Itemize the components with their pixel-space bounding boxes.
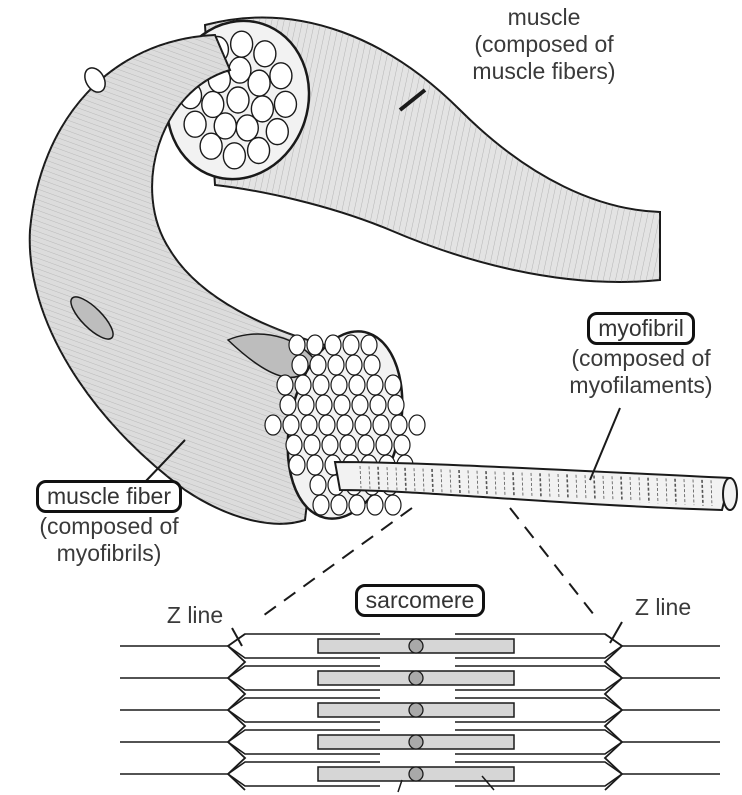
myofibril-cell [265,415,281,435]
myofibril-label: myofibril (composed of myofilaments) [536,312,742,399]
z-line-right [605,634,622,790]
bundle-cell [231,31,253,57]
bundle-cell [274,91,296,117]
myofibril-cell [367,375,383,395]
myofibril-cell [325,335,341,355]
myofibril-cell [307,335,323,355]
muscle-fiber-line1: (composed of [4,513,214,540]
muscle-fiber-title: muscle fiber [36,480,182,513]
bundle-cell [202,91,224,117]
myofibril-cell [304,435,320,455]
myofibril-cell [280,395,296,415]
bundle-cell [270,63,292,89]
myofibril-cell [349,375,365,395]
myofibril-cell [289,335,305,355]
myofibril-cell [355,415,371,435]
myofibril-cell [337,415,353,435]
bundle-cell [254,41,276,67]
muscle-title: muscle [434,4,654,31]
myofibril-line2: myofilaments) [536,372,742,399]
m-line-dot [409,735,423,749]
myofibril-cell [388,395,404,415]
myofibril-cell [364,355,380,375]
bundle-cell [184,111,206,137]
myofibril-cell [385,375,401,395]
myofibril-cell [310,355,326,375]
myofibril-cell [331,375,347,395]
myofibril-cell [409,415,425,435]
z-line-left [228,634,245,790]
myofibril-cell [349,495,365,515]
myofibril-cell [340,435,356,455]
m-line-dot [409,671,423,685]
bundle-cell [248,70,270,96]
bundle-cell [266,119,288,145]
myofibril-cell [346,355,362,375]
myofibril-cell [322,435,338,455]
myofibril-cell [391,415,407,435]
sarcomere-title: sarcomere [355,584,486,617]
myofibril-cell [313,495,329,515]
myofibril-cell [328,355,344,375]
m-line-dot [409,767,423,781]
myofibril-cell [283,415,299,435]
muscle-line1: (composed of [434,31,654,58]
myofibril-cell [358,435,374,455]
muscle-fiber-line2: myofibrils) [4,540,214,567]
myofibril-cell [298,395,314,415]
myofibril-line1: (composed of [536,345,742,372]
bundle-cell [200,133,222,159]
m-line-dot [409,639,423,653]
bundle-cell [236,115,258,141]
myofibril-cell [313,375,329,395]
z-line-right-label: Z line [618,594,708,621]
myofibril-cell [310,475,326,495]
myofibril-cell [343,335,359,355]
myofibril-cell [385,495,401,515]
m-line-dot [409,703,423,717]
myofibril-cell [367,495,383,515]
zoom-dash-right [510,508,598,620]
myofibril-title: myofibril [587,312,695,345]
myofibril-cell [286,435,302,455]
myofibril-cell [301,415,317,435]
myofibril-cell [319,415,335,435]
myofibril-cell [334,395,350,415]
bundle-cell [248,137,270,163]
myofibril-cell [289,455,305,475]
tick-mark [398,780,402,792]
myofibril-cell [352,395,368,415]
myofibril-cell [370,395,386,415]
z-line-left-label: Z line [150,602,240,629]
bundle-cell [223,143,245,169]
muscle-fiber-label: muscle fiber (composed of myofibrils) [4,480,214,567]
myofibril-cell [277,375,293,395]
sarcomere-diagram [120,634,720,792]
myofibril-leader [590,408,620,480]
sarcomere-label: sarcomere [330,584,510,617]
muscle-label: muscle (composed of muscle fibers) [434,4,654,85]
myofibril-cell [307,455,323,475]
myofibril-cell [373,415,389,435]
myofibril-cell [331,495,347,515]
bundle-cell [227,87,249,113]
myofibril-cell [295,375,311,395]
muscle-line2: muscle fibers) [434,58,654,85]
myofibril-cell [394,435,410,455]
myofibril-cell [361,335,377,355]
myofibril-cell [316,395,332,415]
myofibril-cell [376,435,392,455]
bundle-cell [229,57,251,83]
myofibril-cell [292,355,308,375]
